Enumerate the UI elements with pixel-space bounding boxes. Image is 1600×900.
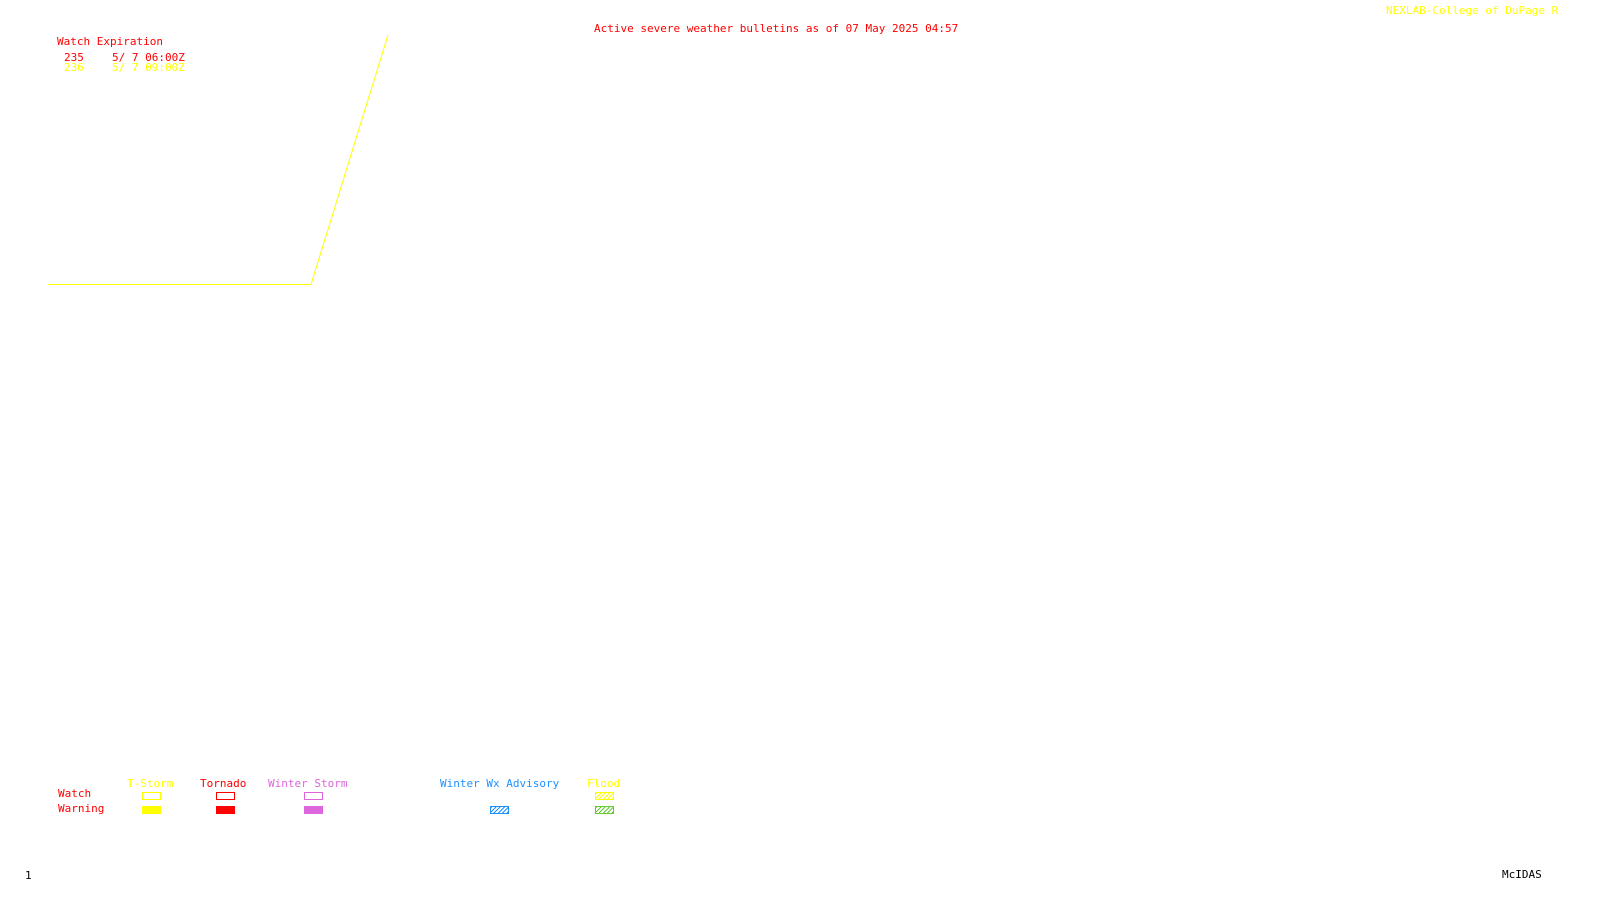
winter-storm-warning-swatch — [304, 806, 323, 814]
tornado-watch-swatch — [216, 792, 235, 800]
winter-wx-advisory-swatch — [490, 806, 509, 814]
tstorm-warning-swatch — [142, 806, 161, 814]
watch-expiry-236: 5/ 7 09:00Z — [112, 61, 185, 74]
software-label: McIDAS — [1502, 868, 1542, 881]
tstorm-watch-swatch — [142, 792, 161, 800]
legend-winter-storm-label: Winter Storm — [268, 777, 348, 790]
watch-id-235: 235 — [64, 51, 84, 64]
credit-label: NEXLAB-College of DuPage R — [1386, 4, 1559, 17]
legend-flood-label: Flood — [587, 777, 621, 790]
legend-winter-wx-advisory-label: Winter Wx Advisory — [440, 777, 560, 790]
legend-tornado-label: Tornado — [200, 777, 247, 790]
flood-warning-swatch — [595, 806, 614, 814]
legend-tstorm-label: T-Storm — [127, 777, 174, 790]
flood-watch-swatch — [595, 792, 614, 800]
watch-expiry-235: 5/ 7 06:00Z — [112, 51, 185, 64]
frame-number: 1 — [25, 869, 32, 882]
winter-storm-watch-swatch — [304, 792, 323, 800]
legend-watch-row-label: Watch — [58, 787, 92, 800]
tornado-warning-swatch — [216, 806, 235, 814]
watch-boundary-236 — [48, 34, 389, 285]
watch-id-236: 236 — [64, 61, 84, 74]
watch-expiration-heading: Watch Expiration — [57, 35, 163, 48]
bulletin-title: Active severe weather bulletins as of 07… — [594, 22, 959, 35]
legend-warning-row-label: Warning — [58, 802, 105, 815]
